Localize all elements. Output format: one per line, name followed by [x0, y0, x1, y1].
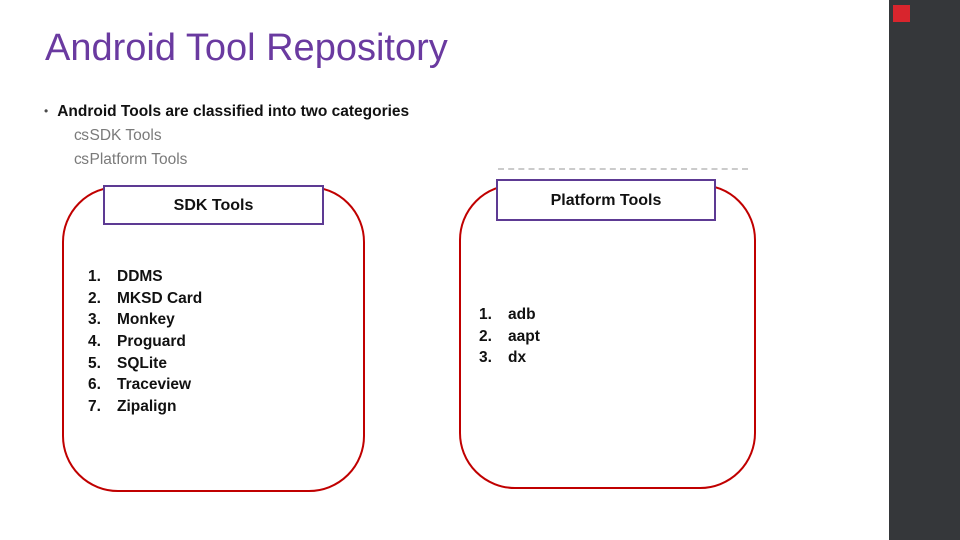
- cs-bullet-icon: cs: [74, 151, 89, 168]
- list-item: 5. SQLite: [88, 353, 202, 375]
- platform-tools-header-label: Platform Tools: [550, 192, 662, 209]
- item-number: 2.: [479, 327, 492, 345]
- list-item: 2. aapt: [479, 326, 540, 348]
- item-number: 1.: [479, 306, 492, 323]
- list-item: 7. Zipalign: [88, 396, 202, 418]
- item-label: adb: [508, 306, 536, 323]
- right-dark-sidebar: [889, 0, 960, 540]
- sub-bullet-label: SDK Tools: [89, 127, 162, 144]
- item-label: Zipalign: [117, 398, 177, 416]
- item-number: 1.: [88, 268, 101, 285]
- item-number: 3.: [479, 349, 492, 367]
- main-bullet-line: • Android Tools are classified into two c…: [44, 102, 409, 121]
- sdk-tools-list: 1. DDMS 2. MKSD Card 3. Monkey 4. Proguard 5…: [88, 266, 202, 418]
- sdk-tools-header: SDK Tools: [103, 185, 324, 225]
- platform-tools-box: [459, 184, 756, 489]
- item-number: 3.: [88, 311, 101, 329]
- list-item: 1. DDMS: [88, 266, 202, 288]
- item-label: aapt: [508, 327, 540, 345]
- item-number: 6.: [88, 376, 101, 394]
- list-item: 4. Proguard: [88, 331, 202, 353]
- list-item: 6. Traceview: [88, 374, 202, 396]
- red-marker-square: [893, 5, 910, 22]
- item-number: 7.: [88, 398, 101, 416]
- sub-bullet-sdk-tools: csSDK Tools: [74, 126, 162, 145]
- sdk-tools-box: [62, 186, 365, 492]
- item-number: 5.: [88, 354, 101, 372]
- list-item: 3. dx: [479, 347, 540, 369]
- item-label: Proguard: [117, 333, 186, 351]
- item-number: 2.: [88, 289, 101, 307]
- cs-bullet-icon: cs: [74, 127, 89, 144]
- item-label: SQLite: [117, 354, 167, 372]
- bullet-dot-icon: •: [44, 104, 49, 118]
- list-item: 1. adb: [479, 304, 540, 326]
- item-label: Monkey: [117, 311, 175, 329]
- sub-bullet-label: Platform Tools: [89, 151, 188, 168]
- list-item: 3. Monkey: [88, 309, 202, 331]
- sub-bullet-platform-tools: csPlatform Tools: [74, 150, 187, 169]
- dashed-selection-artifact: [498, 168, 748, 170]
- list-item: 2. MKSD Card: [88, 288, 202, 310]
- item-number: 4.: [88, 333, 101, 351]
- item-label: dx: [508, 349, 527, 367]
- sdk-tools-header-label: SDK Tools: [173, 197, 254, 214]
- item-label: DDMS: [117, 268, 163, 285]
- page-title: Android Tool Repository: [45, 27, 448, 69]
- platform-tools-list: 1. adb 2. aapt 3. dx: [479, 304, 540, 369]
- platform-tools-header: Platform Tools: [496, 179, 716, 221]
- item-label: MKSD Card: [117, 289, 203, 307]
- item-label: Traceview: [117, 376, 192, 394]
- main-bullet-text: Android Tools are classified into two ca…: [57, 103, 410, 120]
